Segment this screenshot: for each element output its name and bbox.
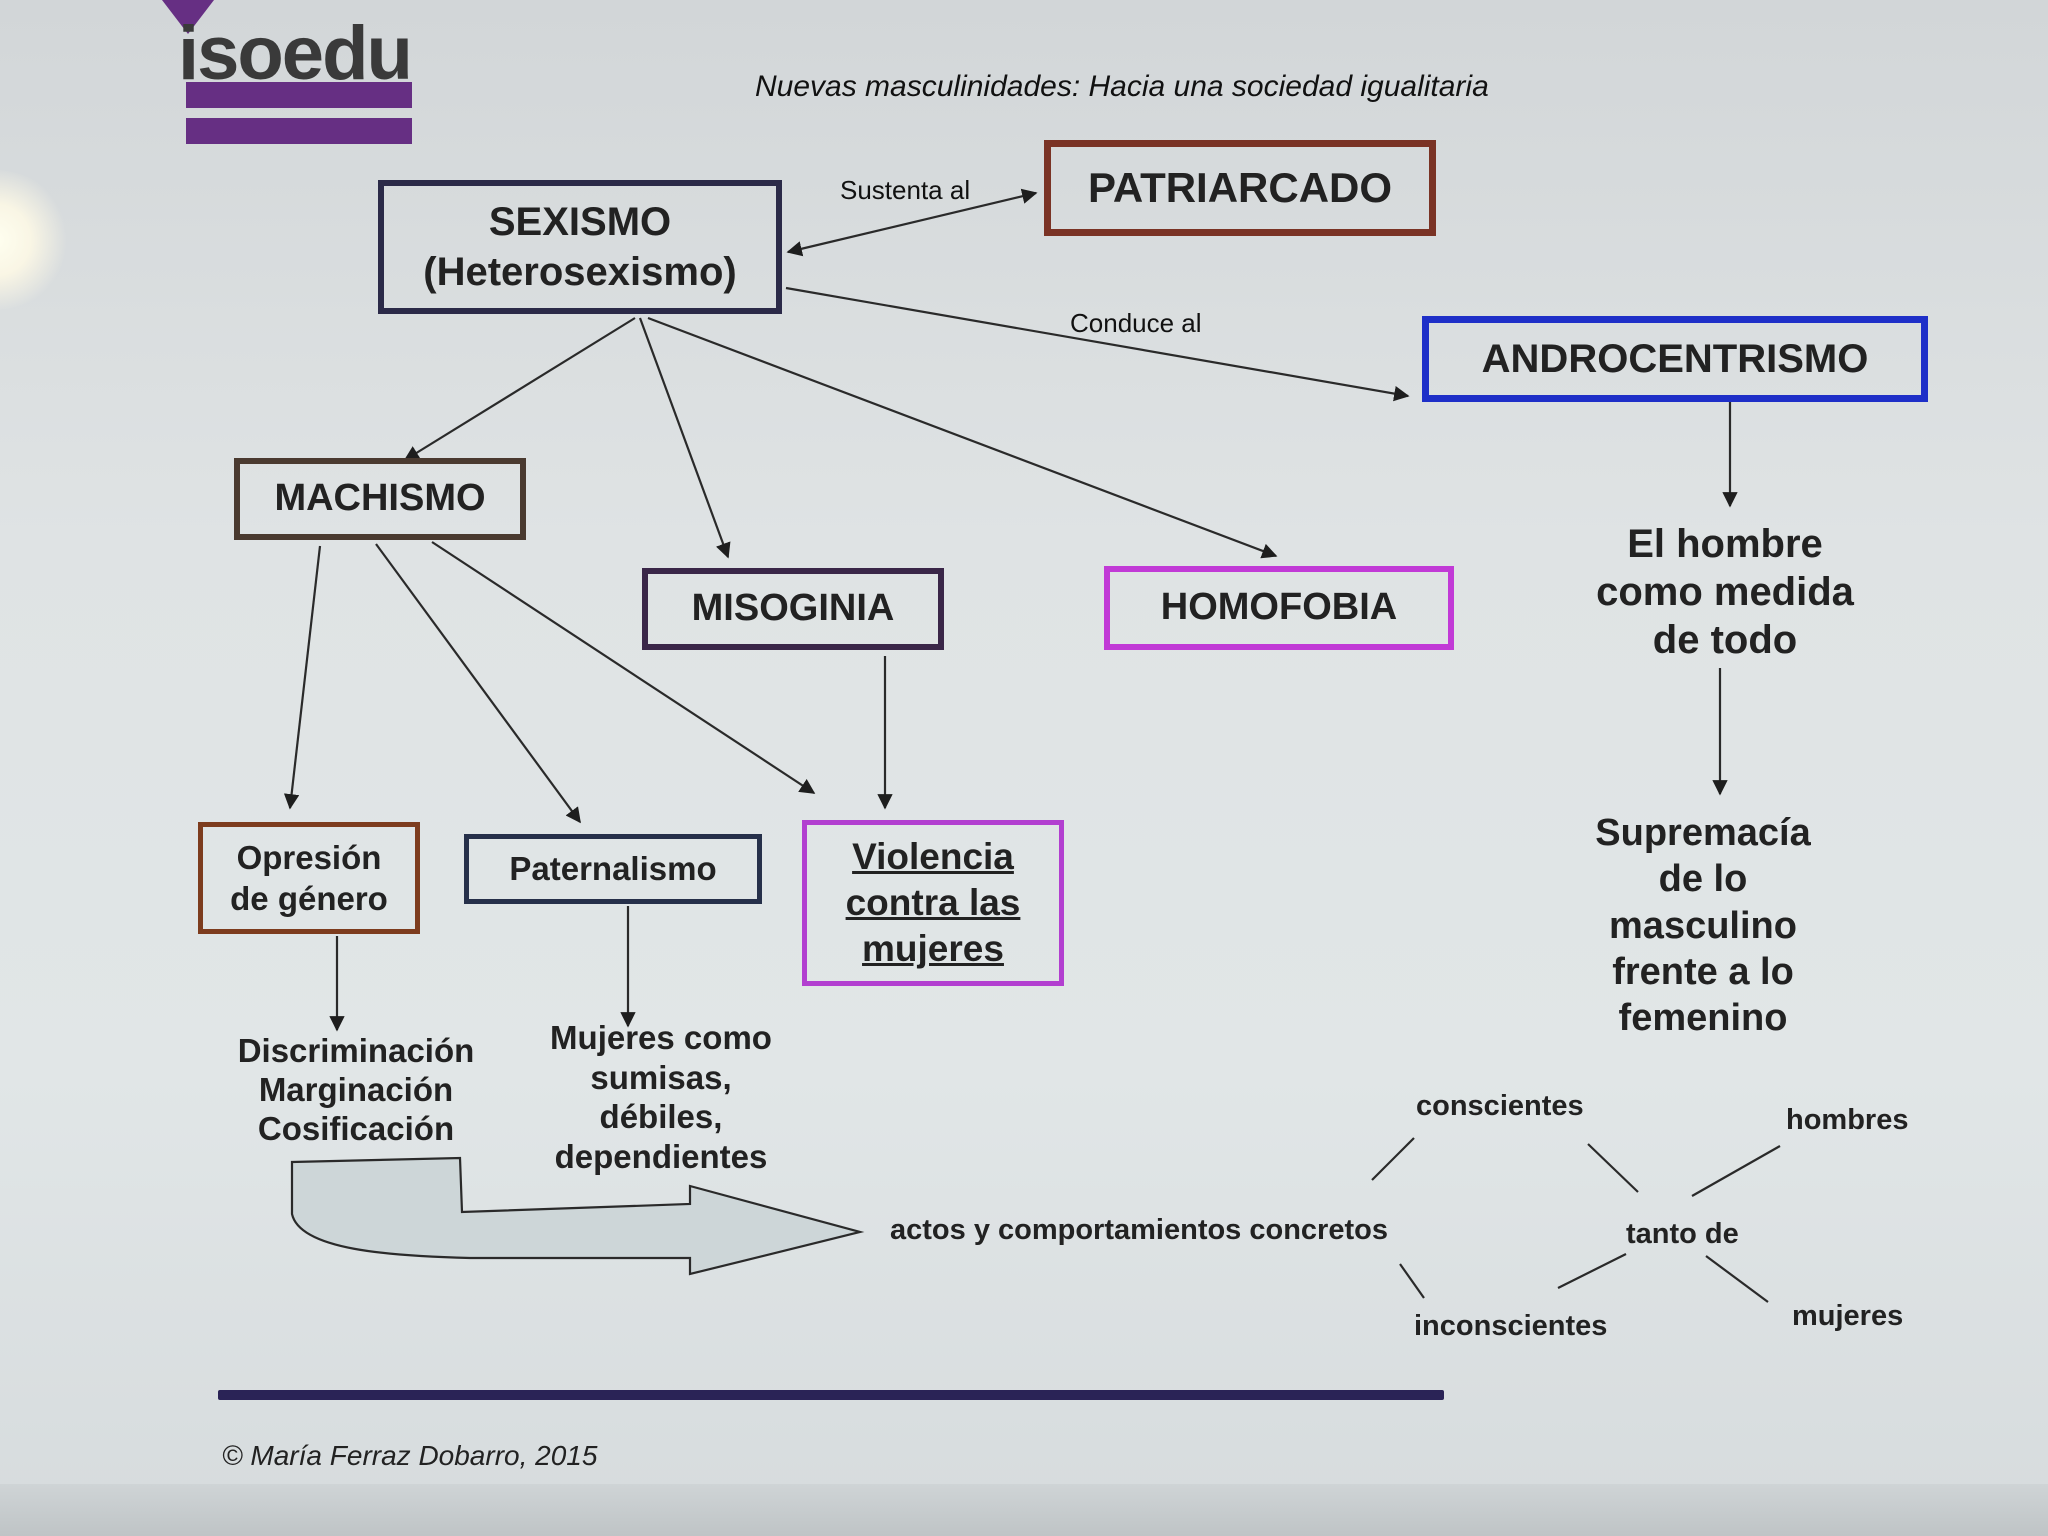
node-patriarcado: PATRIARCADO [1044,140,1436,236]
page-subtitle: Nuevas masculinidades: Hacia una socieda… [755,70,1489,103]
line-conscientes-left [1371,1137,1415,1181]
arrow-sexismo-homofobia [647,316,1278,559]
text-hombre-medida: El hombre como medida de todo [1596,522,1854,662]
logo-wordmark: isoedu [178,11,413,96]
node-violencia: Violencia contra las mujeres [802,820,1064,986]
arrow-machismo-opresion [283,545,322,810]
label-sustenta: Sustenta al [840,175,971,205]
node-misoginia: MISOGINIA [642,568,944,650]
text-mujeres-como: Mujeres como sumisas, débiles, dependien… [550,1019,772,1175]
arrow-sexismo-misoginia [638,317,731,559]
arrow-sexismo-patriarcado [786,188,1038,257]
node-homofobia: HOMOFOBIA [1104,566,1454,650]
big-arrow-shape [290,1156,865,1276]
footer-copyright: © María Ferraz Dobarro, 2015 [222,1440,598,1471]
line-hombres [1691,1145,1781,1197]
line-inconscientes-right [1557,1253,1627,1289]
label-conduce: Conduce al [1070,308,1202,338]
line-conscientes-right [1587,1143,1639,1193]
arrow-machismo-paternalismo [375,543,581,824]
line-mujeres [1705,1255,1769,1303]
text-discriminacion: Discriminación Marginación Cosificación [237,1032,475,1147]
node-sexismo: SEXISMO (Heterosexismo) [378,180,782,314]
monitor-bezel [0,1484,2048,1536]
logo-bar-bottom [186,118,412,144]
text-supremacia: Supremacía de lo masculino frente a lo f… [1595,812,1811,1040]
line-inconscientes-left [1399,1263,1425,1299]
text-inconscientes: inconscientes [1414,1310,1608,1342]
logo-triangle-icon [162,0,214,34]
logo-bar-top [186,82,412,108]
arrow-sexismo-machismo [403,317,636,461]
node-androcentrismo: ANDROCENTRISMO [1422,316,1928,402]
arrow-sexismo-androcentrismo [785,286,1410,402]
footer-divider [218,1390,1444,1400]
arrow-machismo-violencia [431,541,816,794]
node-opresion: Opresión de género [198,822,420,934]
node-machismo: MACHISMO [234,458,526,540]
text-mujeres: mujeres [1792,1300,1904,1332]
text-hombres: hombres [1786,1104,1909,1136]
text-actos: actos y comportamientos concretos [890,1214,1388,1246]
text-tanto-de: tanto de [1626,1218,1739,1250]
text-conscientes: conscientes [1416,1090,1584,1122]
node-paternalismo: Paternalismo [464,834,762,904]
